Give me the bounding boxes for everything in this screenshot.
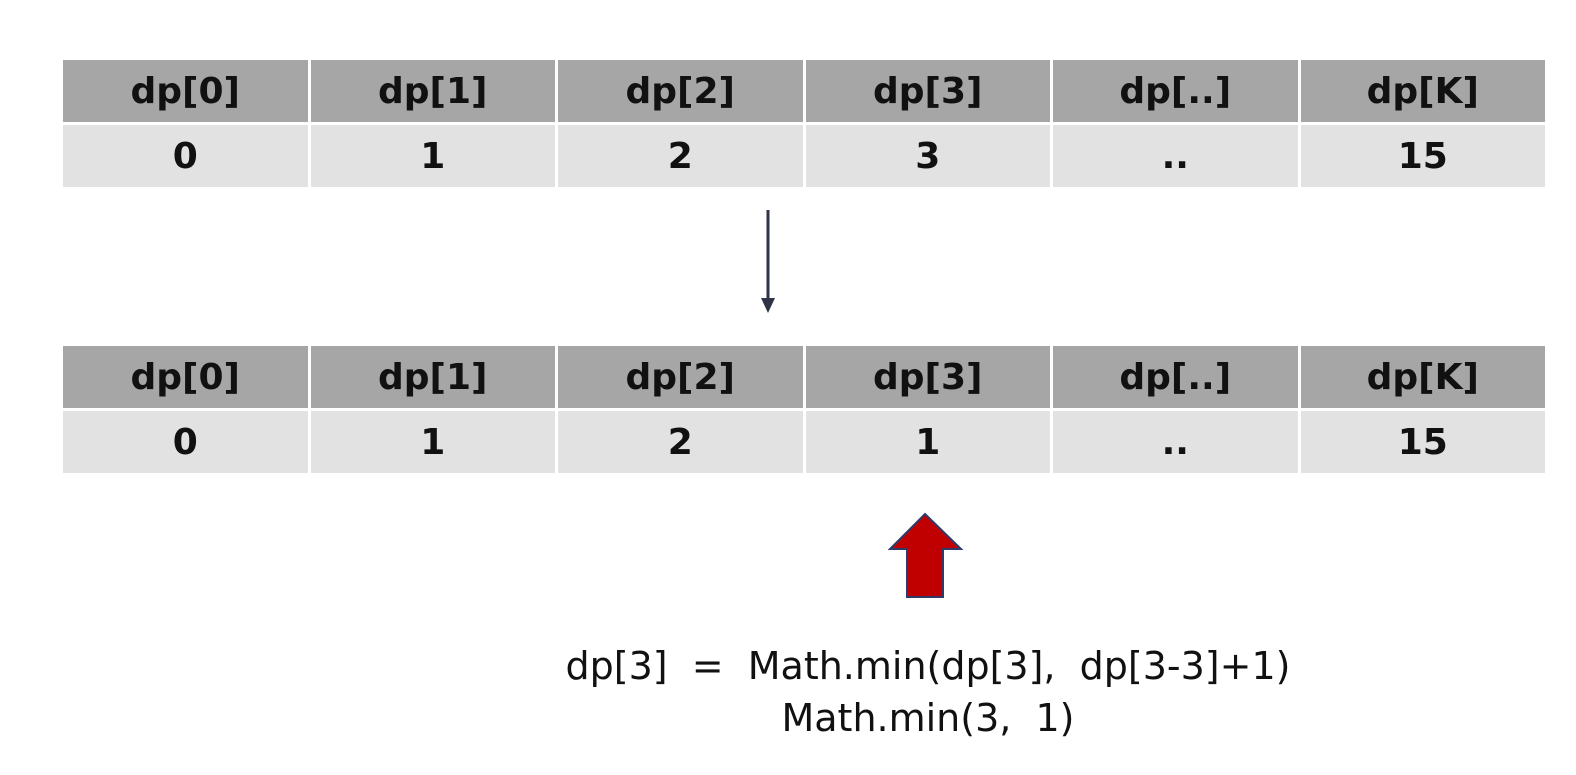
value-cell: 1 (307, 122, 558, 190)
header-cell: dp[K] (1297, 343, 1548, 411)
value-cell: 1 (307, 408, 558, 476)
header-cell: dp[3] (802, 57, 1053, 125)
header-cell: dp[..] (1050, 57, 1301, 125)
value-cell: 2 (555, 122, 806, 190)
value-row: 0 1 2 3 .. 15 (60, 122, 1548, 190)
formula-line-1: dp[3] = Math.min(dp[3], dp[3-3]+1) (565, 644, 1291, 688)
value-cell: .. (1050, 408, 1301, 476)
header-cell: dp[K] (1297, 57, 1548, 125)
value-cell: 2 (555, 408, 806, 476)
header-cell: dp[0] (60, 343, 311, 411)
header-cell: dp[1] (307, 57, 558, 125)
value-row: 0 1 2 1 .. 15 (60, 408, 1548, 476)
up-arrow-icon (888, 512, 964, 598)
header-cell: dp[..] (1050, 343, 1301, 411)
value-cell: 3 (802, 122, 1053, 190)
header-cell: dp[1] (307, 343, 558, 411)
value-cell: 15 (1297, 122, 1548, 190)
dp-table-before: dp[0] dp[1] dp[2] dp[3] dp[..] dp[K] 0 1… (60, 57, 1548, 190)
value-cell: 15 (1297, 408, 1548, 476)
value-cell: 0 (60, 122, 311, 190)
header-cell: dp[3] (802, 343, 1053, 411)
header-cell: dp[2] (555, 57, 806, 125)
value-cell: 1 (802, 408, 1053, 476)
header-row: dp[0] dp[1] dp[2] dp[3] dp[..] dp[K] (60, 57, 1548, 125)
value-cell: 0 (60, 408, 311, 476)
formula-line-2: Math.min(3, 1) (781, 696, 1075, 740)
header-cell: dp[0] (60, 57, 311, 125)
header-row: dp[0] dp[1] dp[2] dp[3] dp[..] dp[K] (60, 343, 1548, 411)
header-cell: dp[2] (555, 343, 806, 411)
down-arrow-icon (761, 210, 775, 313)
dp-table-after: dp[0] dp[1] dp[2] dp[3] dp[..] dp[K] 0 1… (60, 343, 1548, 476)
value-cell: .. (1050, 122, 1301, 190)
